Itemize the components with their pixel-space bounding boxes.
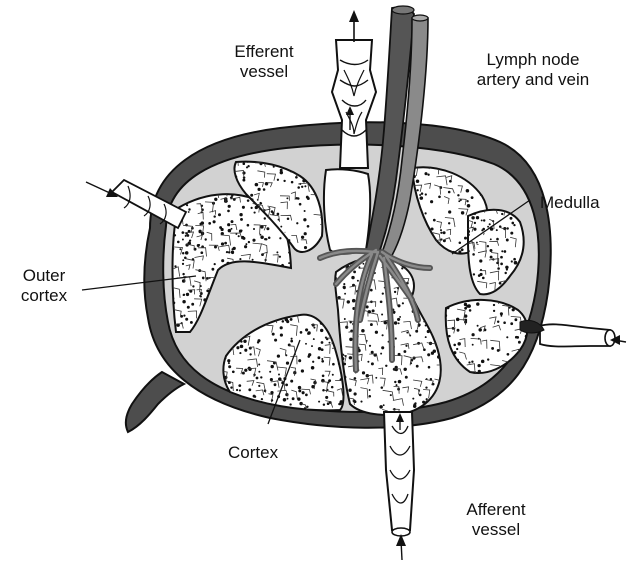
label-efferent-vessel: Efferent vessel	[216, 42, 312, 82]
afferent-left-arrow	[86, 182, 112, 194]
label-cortex: Cortex	[228, 443, 278, 463]
efferent-arrowhead	[349, 10, 359, 22]
label-outer-cortex: Outer cortex	[8, 266, 80, 306]
lower-left-vessel	[126, 372, 184, 432]
label-medulla: Medulla	[540, 193, 600, 213]
label-lymph-node-artery-vein: Lymph node artery and vein	[448, 50, 618, 90]
label-afferent-vessel: Afferent vessel	[448, 500, 544, 540]
afferent-vessel-bottom	[384, 412, 414, 536]
